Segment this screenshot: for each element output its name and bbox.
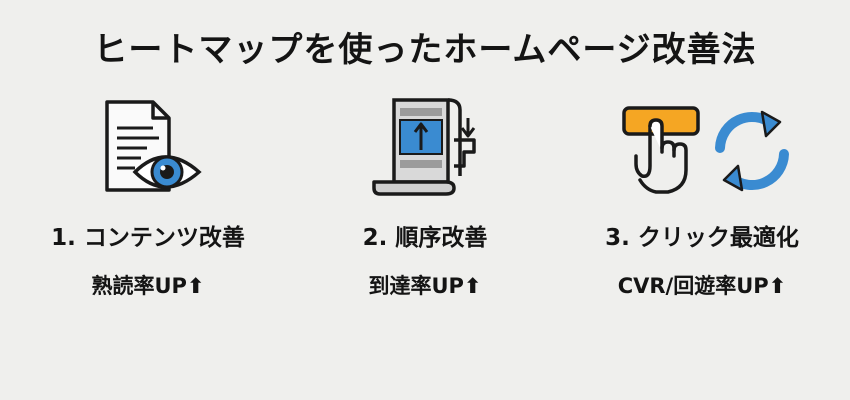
item-subtitle-text: 到達率UP: [368, 274, 464, 298]
item-subtitle: 到達率UP⬆: [285, 270, 565, 300]
item-content-improvement: 1. コンテンツ改善 熟読率UP⬆: [8, 96, 288, 300]
up-arrow-icon: ⬆: [186, 274, 205, 298]
item-title: 1. コンテンツ改善: [51, 225, 245, 251]
item-subtitle: CVR/回遊率UP⬆: [562, 270, 842, 300]
item-title: 3. クリック最適化: [605, 225, 799, 251]
page-title: ヒートマップを使ったホームページ改善法: [93, 30, 757, 70]
click-refresh-icon: [622, 106, 789, 194]
scroll-reorder-icon: [372, 98, 476, 196]
document-eye-icon: [105, 100, 202, 192]
item-subtitle: 熟読率UP⬆: [8, 270, 288, 300]
item-subtitle-text: CVR/回遊率UP: [617, 274, 769, 298]
item-title: 2. 順序改善: [362, 225, 488, 251]
item-order-improvement: 2. 順序改善 到達率UP⬆: [285, 96, 565, 300]
item-subtitle-text: 熟読率UP: [91, 274, 187, 298]
up-arrow-icon: ⬆: [768, 274, 787, 298]
up-arrow-icon: ⬆: [463, 274, 482, 298]
item-click-optimization: 3. クリック最適化 CVR/回遊率UP⬆: [562, 96, 842, 300]
